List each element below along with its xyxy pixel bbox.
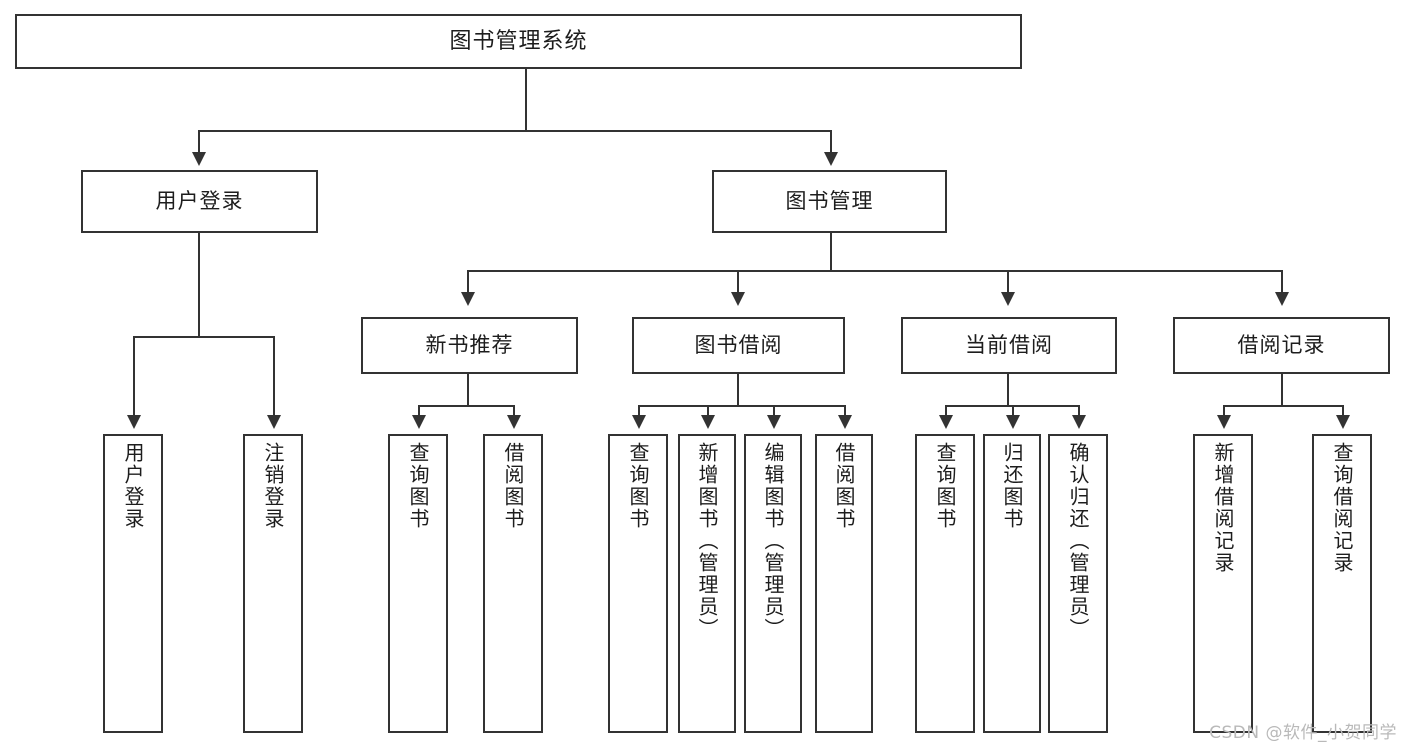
connector-book-borrow-leaf-4 xyxy=(844,405,846,419)
node-label: 图书管理系统 xyxy=(449,28,588,54)
node-label: 借阅图书 xyxy=(501,442,525,530)
node-label: 查询图书 xyxy=(626,442,650,530)
node-book-borrow[interactable]: 图书借阅 xyxy=(632,317,845,374)
connector-root-bus xyxy=(198,130,832,132)
node-label: 借阅图书 xyxy=(832,442,856,530)
arrow-user-login-leaf-2 xyxy=(267,415,281,429)
arrow-current-borrow-leaf-1 xyxy=(939,415,953,429)
arrow-current-borrow-leaf-3 xyxy=(1072,415,1086,429)
connector-borrow-record-trunk xyxy=(1281,374,1283,406)
arrow-book-borrow-leaf-3 xyxy=(767,415,781,429)
node-label: 图书借阅 xyxy=(694,333,783,358)
node-label: 借阅记录 xyxy=(1237,333,1326,358)
connector-current-borrow-bus xyxy=(945,405,1078,407)
leaf-current-borrow-query[interactable]: 查询图书 xyxy=(915,434,975,733)
connector-borrow-record-bus xyxy=(1223,405,1343,407)
arrow-borrow-record-leaf-1 xyxy=(1217,415,1231,429)
connector-to-borrow-record xyxy=(1281,270,1283,295)
node-user-login[interactable]: 用户登录 xyxy=(81,170,318,233)
connector-borrow-record-leaf-2 xyxy=(1342,405,1344,419)
connector-to-book-borrow xyxy=(737,270,739,295)
arrow-borrow-record-leaf-2 xyxy=(1336,415,1350,429)
connector-current-borrow-trunk xyxy=(1007,374,1009,406)
node-label: 新增借阅记录 xyxy=(1211,442,1235,574)
node-label: 当前借阅 xyxy=(965,333,1053,358)
leaf-book-borrow-edit[interactable]: 编辑图书（管理员） xyxy=(744,434,802,733)
connector-book-borrow-leaf-3 xyxy=(773,405,775,419)
connector-root-trunk xyxy=(525,69,527,131)
connector-current-borrow-leaf-2 xyxy=(1012,405,1014,419)
leaf-book-borrow-borrow[interactable]: 借阅图书 xyxy=(815,434,873,733)
arrow-new-book-leaf-1 xyxy=(412,415,426,429)
connector-user-login-bus xyxy=(133,336,274,338)
node-label: 查询借阅记录 xyxy=(1330,442,1354,574)
connector-user-login-leaf-1 xyxy=(133,336,135,419)
arrow-current-borrow-leaf-2 xyxy=(1006,415,1020,429)
connector-borrow-record-leaf-1 xyxy=(1223,405,1225,419)
leaf-current-borrow-return[interactable]: 归还图书 xyxy=(983,434,1041,733)
connector-current-borrow-leaf-1 xyxy=(945,405,947,419)
node-label: 确认归还（管理员） xyxy=(1066,442,1090,640)
node-book-management[interactable]: 图书管理 xyxy=(712,170,947,233)
connector-book-borrow-bus xyxy=(638,405,844,407)
connector-to-current-borrow xyxy=(1007,270,1009,295)
node-label: 用户登录 xyxy=(155,189,244,214)
arrow-to-book-mgmt xyxy=(824,152,838,166)
arrow-to-current-borrow xyxy=(1001,292,1015,306)
leaf-current-borrow-confirm[interactable]: 确认归还（管理员） xyxy=(1048,434,1108,733)
connector-to-user-login xyxy=(198,130,200,155)
node-label: 用户登录 xyxy=(121,442,145,530)
node-root-system[interactable]: 图书管理系统 xyxy=(15,14,1022,69)
leaf-book-borrow-query[interactable]: 查询图书 xyxy=(608,434,668,733)
node-label: 编辑图书（管理员） xyxy=(761,442,785,640)
connector-new-book-trunk xyxy=(467,374,469,406)
arrow-to-new-book xyxy=(461,292,475,306)
connector-user-login-trunk xyxy=(198,233,200,337)
arrow-to-book-borrow xyxy=(731,292,745,306)
connector-current-borrow-leaf-3 xyxy=(1078,405,1080,419)
connector-book-mgmt-trunk xyxy=(830,233,832,271)
arrow-new-book-leaf-2 xyxy=(507,415,521,429)
connector-new-book-leaf-2 xyxy=(513,405,515,419)
node-label: 查询图书 xyxy=(406,442,430,530)
node-label: 图书管理 xyxy=(785,189,874,214)
node-label: 查询图书 xyxy=(933,442,957,530)
arrow-to-borrow-record xyxy=(1275,292,1289,306)
connector-new-book-bus xyxy=(418,405,513,407)
arrow-book-borrow-leaf-2 xyxy=(701,415,715,429)
connector-new-book-leaf-1 xyxy=(418,405,420,419)
connector-to-new-book xyxy=(467,270,469,295)
leaf-book-borrow-add[interactable]: 新增图书（管理员） xyxy=(678,434,736,733)
leaf-new-book-borrow[interactable]: 借阅图书 xyxy=(483,434,543,733)
connector-book-borrow-trunk xyxy=(737,374,739,406)
connector-user-login-leaf-2 xyxy=(273,336,275,419)
leaf-user-login-logout[interactable]: 注销登录 xyxy=(243,434,303,733)
connector-book-borrow-leaf-1 xyxy=(638,405,640,419)
node-label: 新增图书（管理员） xyxy=(695,442,719,640)
connector-to-book-mgmt xyxy=(830,130,832,155)
arrow-book-borrow-leaf-4 xyxy=(838,415,852,429)
leaf-user-login-login[interactable]: 用户登录 xyxy=(103,434,163,733)
connector-level3-bus xyxy=(467,270,1281,272)
node-label: 新书推荐 xyxy=(425,333,514,358)
leaf-new-book-query[interactable]: 查询图书 xyxy=(388,434,448,733)
leaf-borrow-record-query[interactable]: 查询借阅记录 xyxy=(1312,434,1372,733)
arrow-book-borrow-leaf-1 xyxy=(632,415,646,429)
watermark-text: CSDN @软件_小贺同学 xyxy=(1209,723,1397,743)
arrow-to-user-login xyxy=(192,152,206,166)
node-borrow-record[interactable]: 借阅记录 xyxy=(1173,317,1390,374)
node-label: 注销登录 xyxy=(261,442,285,530)
arrow-user-login-leaf-1 xyxy=(127,415,141,429)
node-new-book-recommend[interactable]: 新书推荐 xyxy=(361,317,578,374)
node-label: 归还图书 xyxy=(1000,442,1024,530)
connector-book-borrow-leaf-2 xyxy=(707,405,709,419)
leaf-borrow-record-add[interactable]: 新增借阅记录 xyxy=(1193,434,1253,733)
node-current-borrow[interactable]: 当前借阅 xyxy=(901,317,1117,374)
